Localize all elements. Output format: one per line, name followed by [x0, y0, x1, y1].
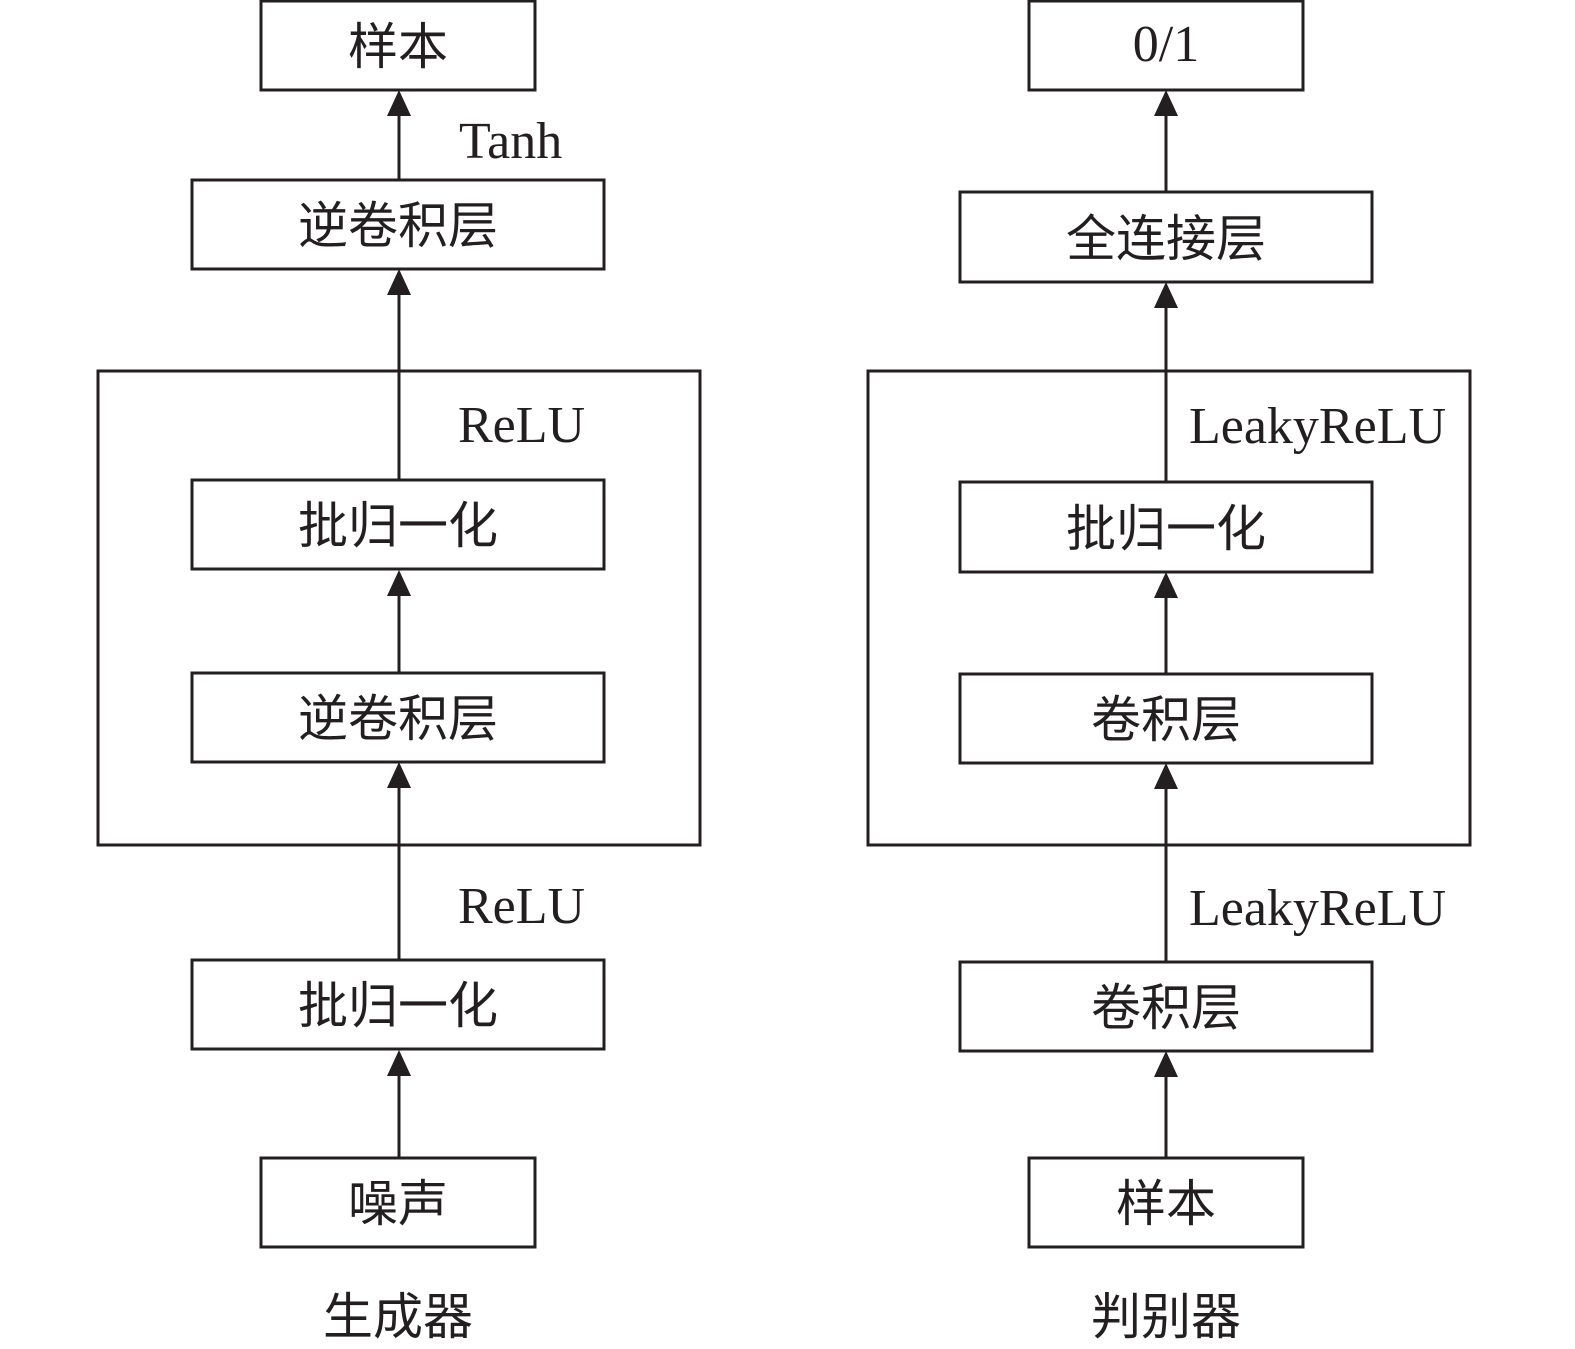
disc-arrowhead — [1154, 763, 1178, 789]
disc-block-leakyrelu-label: LeakyReLU — [1189, 398, 1446, 455]
disc-fc-label: 全连接层 — [1066, 210, 1266, 268]
gen-output-label: 样本 — [348, 18, 448, 76]
disc-bottom-conv-label: 卷积层 — [1091, 979, 1241, 1037]
disc-bottom-leakyrelu-label: LeakyReLU — [1189, 880, 1446, 937]
disc-block-bn-label: 批归一化 — [1066, 500, 1266, 558]
disc-arrowhead — [1154, 1051, 1178, 1077]
disc-bottom-conv-box — [958, 960, 1374, 1053]
gen-deconv-top-label: 逆卷积层 — [298, 197, 498, 255]
gen-deconv-top-box — [190, 178, 606, 271]
disc-block-conv-box — [958, 672, 1374, 765]
disc-arrowhead — [1154, 90, 1178, 116]
disc-block-bn-box — [958, 480, 1374, 574]
gen-arrowhead — [387, 1050, 411, 1076]
gen-bottom-relu-label: ReLU — [458, 878, 585, 935]
gen-block-deconv-label: 逆卷积层 — [298, 690, 498, 748]
gen-input-box — [259, 1156, 537, 1249]
disc-output-label: 0/1 — [1133, 16, 1199, 73]
disc-block-conv-label: 卷积层 — [1091, 691, 1241, 749]
disc-repeat-block — [866, 369, 1472, 847]
gen-arrowhead — [387, 762, 411, 788]
gen-block-deconv-box — [190, 671, 606, 764]
gen-input-label: 噪声 — [348, 1175, 448, 1233]
gen-block-bn-label: 批归一化 — [298, 497, 498, 555]
disc-arrowhead — [1154, 572, 1178, 598]
gen-bottom-bn-box — [190, 958, 606, 1051]
gen-block-bn-box — [190, 478, 606, 571]
gen-tanh-label: Tanh — [459, 113, 562, 170]
discriminator-caption: 判别器 — [1091, 1288, 1241, 1346]
gen-output-box — [259, 0, 537, 92]
disc-input-box — [1027, 1156, 1305, 1249]
gen-arrowhead — [387, 269, 411, 295]
gen-block-relu-label: ReLU — [458, 397, 585, 454]
disc-output-box — [1027, 0, 1305, 92]
gen-bottom-bn-label: 批归一化 — [298, 977, 498, 1035]
disc-input-label: 样本 — [1116, 1175, 1216, 1233]
disc-arrowhead — [1154, 282, 1178, 308]
gen-arrowhead — [387, 90, 411, 116]
generator-column: 样本 Tanh 逆卷积层 ReLU 批归一化 逆卷积层 ReLU 批归一化 噪声… — [96, 0, 702, 1346]
gen-arrowhead — [387, 570, 411, 596]
generator-caption: 生成器 — [323, 1288, 473, 1346]
disc-fc-box — [958, 190, 1374, 284]
discriminator-column: 0/1 全连接层 LeakyReLU 批归一化 卷积层 LeakyReLU 卷积… — [866, 0, 1472, 1346]
